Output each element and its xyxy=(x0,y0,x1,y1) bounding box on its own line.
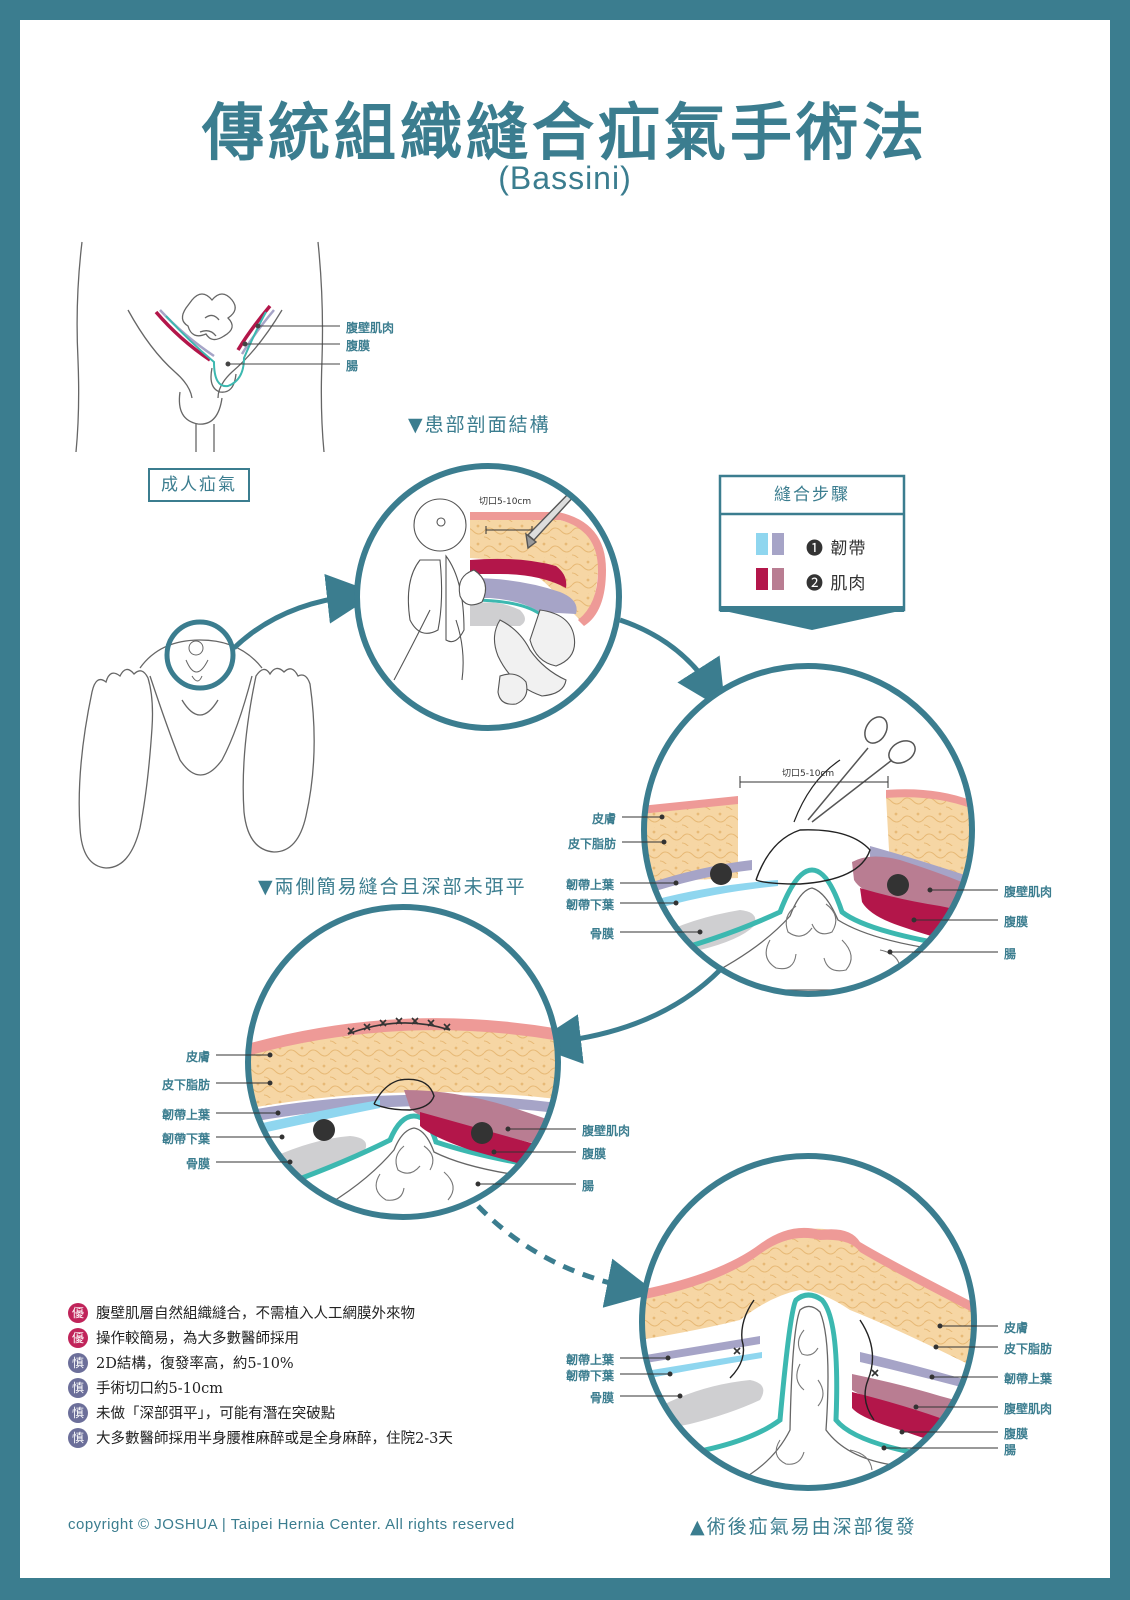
arrow-to-step2 xyxy=(531,968,722,1064)
c3-label-periosteum: 骨膜 xyxy=(185,1157,210,1171)
page-title: 傳統組織縫合疝氣手術法 xyxy=(201,96,928,169)
legend-item-ligament: ❶ 韌帶 xyxy=(806,534,866,559)
circle4-postop xyxy=(639,1153,977,1491)
legend-title: 縫合步驟 xyxy=(774,485,850,505)
legend-num-1: ❶ xyxy=(806,539,824,559)
arrow-to-section xyxy=(232,573,377,650)
c2-label-lig-lower: 韌帶下葉 xyxy=(565,898,614,912)
c3-label-muscle: 腹壁肌肉 xyxy=(582,1124,631,1138)
overview-label-peritoneum: 腹膜 xyxy=(346,339,371,353)
legend-box xyxy=(718,474,906,630)
legend-item-muscle: ❷ 肌肉 xyxy=(806,569,866,594)
note-item: 慎 手術切口約5-10cm xyxy=(68,1375,453,1400)
c2-label-lig-upper: 韌帶上葉 xyxy=(565,878,614,892)
caution-badge: 慎 xyxy=(68,1402,88,1423)
arrow-to-step1 xyxy=(619,617,726,712)
copyright-text: copyright © JOSHUA | Taipei Hernia Cente… xyxy=(68,1516,515,1533)
caption-postop-view: ▲術後疝氣易由深部復發 xyxy=(690,1516,917,1538)
circle4-leaders xyxy=(620,1323,998,1451)
c2-label-skin: 皮膚 xyxy=(591,812,616,826)
c3-label-bowel: 腸 xyxy=(582,1179,595,1193)
c4-label-skin: 皮膚 xyxy=(1004,1321,1029,1335)
c2-label-periosteum: 骨膜 xyxy=(589,927,614,941)
legend-num-2: ❷ xyxy=(806,574,824,594)
c4-label-periosteum: 骨膜 xyxy=(589,1391,614,1405)
note-item: 慎 未做「深部弭平」，可能有潛在突破點 xyxy=(68,1400,453,1425)
note-item: 優 腹壁肌層自然組織縫合，不需植入人工網膜外來物 xyxy=(68,1300,453,1325)
note-text: 腹壁肌層自然組織縫合，不需植入人工網膜外來物 xyxy=(96,1306,415,1322)
caution-badge: 慎 xyxy=(68,1352,88,1373)
arrow-to-postop xyxy=(476,1204,657,1308)
c2-label-bowel: 腸 xyxy=(1004,947,1017,961)
note-text: 操作較簡易，為大多數醫師採用 xyxy=(96,1331,299,1347)
note-item: 慎 大多數醫師採用半身腰椎麻醉或是全身麻醉，住院2-3天 xyxy=(68,1425,453,1450)
note-text: 2D結構，復發率高，約5-10% xyxy=(96,1356,294,1372)
pro-badge: 優 xyxy=(68,1327,88,1348)
incision-label-1: 切口5-10cm xyxy=(479,497,532,507)
circle3-leaders xyxy=(216,1052,576,1187)
circle2-step-one xyxy=(641,663,975,997)
c3-label-lig-lower: 韌帶下葉 xyxy=(161,1132,210,1146)
caution-badge: 慎 xyxy=(68,1377,88,1398)
circle2-leaders xyxy=(620,814,998,955)
c4-label-muscle: 腹壁肌肉 xyxy=(1004,1402,1053,1416)
torso-leaders xyxy=(225,323,340,367)
overview-label-bowel: 腸 xyxy=(346,359,359,373)
legend-label-1: 韌帶 xyxy=(830,539,867,559)
incision-label-2: 切口5-10cm xyxy=(782,769,835,779)
c3-label-skin: 皮膚 xyxy=(185,1050,210,1064)
note-text: 大多數醫師採用半身腰椎麻醉或是全身麻醉，住院2-3天 xyxy=(96,1431,453,1447)
c4-label-peritoneum: 腹膜 xyxy=(1004,1427,1029,1441)
c2-label-fat: 皮下脂肪 xyxy=(567,837,616,851)
pros-cons-list: 優 腹壁肌層自然組織縫合，不需植入人工網膜外來物 優 操作較簡易，為大多數醫師採… xyxy=(68,1300,453,1450)
legend-label-2: 肌肉 xyxy=(830,574,867,594)
c2-label-muscle: 腹壁肌肉 xyxy=(1004,885,1053,899)
c4-label-lig-upper: 韌帶上葉 xyxy=(1004,1372,1053,1386)
c3-label-lig-upper: 韌帶上葉 xyxy=(161,1108,210,1122)
caption-section-view: ▼患部剖面結構 xyxy=(408,414,551,436)
note-item: 慎 2D結構，復發率高，約5-10% xyxy=(68,1350,453,1375)
page-subtitle: (Bassini) xyxy=(498,160,632,196)
note-text: 未做「深部弭平」，可能有潛在突破點 xyxy=(96,1406,336,1422)
overview-label-muscle: 腹壁肌肉 xyxy=(346,321,395,335)
adult-hernia-label: 成人疝氣 xyxy=(148,468,250,502)
note-text: 手術切口約5-10cm xyxy=(96,1381,223,1397)
zoom-circle-small xyxy=(164,619,236,691)
zoom-detail xyxy=(185,640,209,682)
c3-label-peritoneum: 腹膜 xyxy=(582,1147,607,1161)
c4-label-lig-lower: 韌帶下葉 xyxy=(565,1369,614,1383)
circle3-step-two xyxy=(245,904,561,1220)
patient-legs xyxy=(78,639,315,869)
caution-badge: 慎 xyxy=(68,1427,88,1448)
note-item: 優 操作較簡易，為大多數醫師採用 xyxy=(68,1325,453,1350)
pro-badge: 優 xyxy=(68,1302,88,1323)
c3-label-fat: 皮下脂肪 xyxy=(161,1078,210,1092)
c4-label-lig-upper: 韌帶上葉 xyxy=(565,1353,614,1367)
c4-label-fat: 皮下脂肪 xyxy=(1004,1342,1053,1356)
c4-label-bowel: 腸 xyxy=(1004,1443,1017,1457)
circle1-section-view xyxy=(354,463,622,731)
c2-label-peritoneum: 腹膜 xyxy=(1004,915,1029,929)
caption-step-view: ▼兩側簡易縫合且深部未弭平 xyxy=(258,876,527,898)
